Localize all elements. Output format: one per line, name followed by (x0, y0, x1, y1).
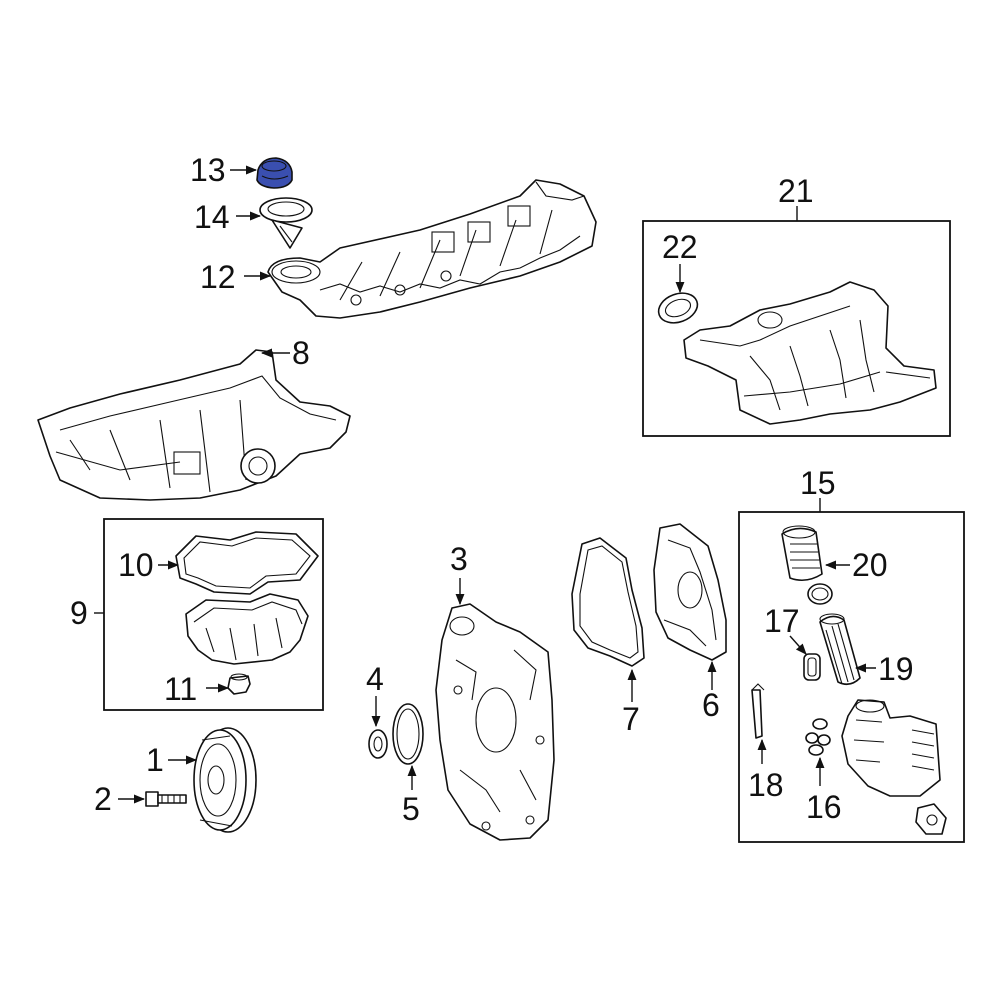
callout-17: 17 (764, 603, 800, 639)
lower-oil-pan-part[interactable] (185, 593, 309, 665)
engine-cover-plate-part[interactable] (653, 523, 727, 661)
callout-6: 6 (702, 687, 720, 723)
callout-18: 18 (748, 767, 784, 803)
filter-seal-part[interactable] (803, 653, 821, 681)
oil-filler-cap-part[interactable] (256, 157, 293, 189)
callout-19: 19 (878, 651, 914, 687)
oil-pan-gasket-part[interactable] (175, 531, 319, 595)
upper-oil-pan-part[interactable] (37, 349, 351, 501)
oil-filter-element-part[interactable] (819, 613, 861, 686)
harmonic-balancer-part[interactable] (193, 727, 257, 833)
callout-9: 9 (70, 595, 88, 631)
callout-14: 14 (194, 199, 230, 235)
callout-16: 16 (806, 789, 842, 825)
pulley-bolt-part[interactable] (145, 791, 187, 807)
cover-gasket-part[interactable] (571, 537, 645, 667)
callout-15: 15 (800, 465, 836, 501)
callout-3: 3 (450, 541, 468, 577)
o-ring-part[interactable] (392, 703, 424, 765)
group-box-9 (103, 518, 324, 711)
callout-7: 7 (622, 701, 640, 737)
intake-manifold-part[interactable] (683, 281, 937, 425)
manifold-gasket-part[interactable] (654, 288, 701, 328)
timing-cover-part[interactable] (435, 603, 555, 841)
callout-8: 8 (292, 335, 310, 371)
callout-2: 2 (94, 781, 112, 817)
oil-filter-housing-part[interactable] (841, 699, 941, 797)
filler-neck-seal-part[interactable] (259, 197, 313, 249)
valve-cover-part[interactable] (267, 179, 597, 319)
callout-22: 22 (662, 229, 698, 265)
callout-12: 12 (200, 259, 236, 295)
leader-17 (789, 635, 807, 655)
callout-21: 21 (778, 173, 814, 209)
callout-4: 4 (366, 661, 384, 697)
oil-pressure-sensor-part[interactable] (915, 803, 947, 835)
callout-5: 5 (402, 791, 420, 827)
callout-1: 1 (146, 742, 164, 778)
callout-10: 10 (118, 547, 154, 583)
callout-13: 13 (190, 152, 226, 188)
small-seal-part[interactable] (368, 729, 388, 759)
filter-cap-o-ring-part[interactable] (807, 583, 833, 605)
group-box-15 (738, 511, 965, 843)
seal-kit-part[interactable] (805, 718, 831, 756)
callout-11: 11 (164, 671, 197, 707)
dipstick-tube-part[interactable] (751, 683, 765, 739)
oil-filter-cap-part[interactable] (781, 525, 823, 582)
drain-plug-part[interactable] (227, 673, 251, 695)
callout-20: 20 (852, 547, 888, 583)
